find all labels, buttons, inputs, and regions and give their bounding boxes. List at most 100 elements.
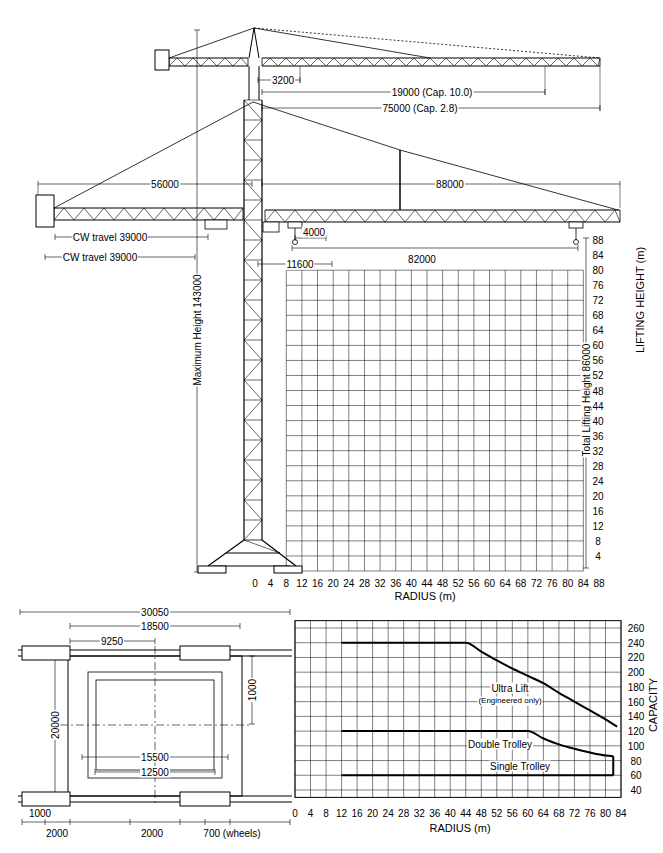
dimension-tick: [70, 623, 71, 629]
upper-jib: [526, 58, 534, 66]
dimension-tick: [194, 30, 200, 31]
upper-jib: [478, 58, 486, 66]
counter-jib: [144, 208, 154, 220]
grid-line: [403, 621, 404, 798]
grid-line: [286, 405, 583, 406]
upper-jib: [446, 58, 454, 66]
counter-jib: [104, 208, 114, 220]
upper-jib: [342, 58, 350, 66]
tower-mast: [244, 140, 262, 160]
axis-tick: 0: [291, 808, 299, 819]
counter-jib: [224, 208, 234, 220]
dimension-tick: [38, 181, 39, 187]
axis-tick: 80: [561, 578, 574, 589]
dimension-tick: [45, 819, 46, 825]
axis-tick: 56: [591, 355, 604, 366]
upper-jib: [414, 58, 422, 66]
dimension-label: 2000: [140, 828, 164, 839]
tower-mast: [244, 400, 262, 420]
axis-title: LIFTING HEIGHT (m): [634, 246, 646, 354]
dimension-tick: [258, 261, 259, 267]
axis-tick: 12: [335, 808, 348, 819]
main-jib: [295, 210, 305, 222]
tie-line: [254, 28, 430, 58]
main-jib: [525, 210, 535, 222]
upper-jib: [310, 58, 318, 66]
counter-jib: [164, 208, 174, 220]
axis-tick: 36: [428, 808, 441, 819]
upper-jib: [550, 58, 558, 66]
main-jib: [455, 210, 465, 222]
counter-jib: [184, 208, 194, 220]
axis-tick: 72: [568, 808, 581, 819]
curve-label: Ultra Lift: [490, 683, 529, 694]
rail-bogie: [22, 646, 70, 660]
main-jib: [265, 221, 620, 222]
dimension-label: 30050: [140, 607, 170, 618]
counter-jib: [204, 208, 214, 220]
grid-line: [388, 621, 389, 798]
grid-line: [286, 345, 583, 346]
main-jib: [595, 210, 605, 222]
dimension-label: 19000 (Cap. 10.0): [391, 87, 474, 98]
upper-jib: [462, 58, 470, 66]
main-jib: [475, 210, 485, 222]
main-jib: [325, 210, 335, 222]
upper-jib: [430, 58, 438, 66]
dimension-label: CW travel 39000: [62, 252, 138, 263]
axis-tick: 4: [307, 808, 315, 819]
grid-line: [286, 571, 583, 572]
upper-jib: [558, 58, 566, 66]
main-jib: [405, 210, 415, 222]
capacity-curves: [342, 643, 618, 776]
grid-line: [372, 621, 373, 798]
upper-jib: [334, 58, 342, 66]
axis-tick: 68: [591, 310, 604, 321]
base-portal: [244, 540, 280, 553]
axis-tick: 32: [413, 808, 426, 819]
counter-jib: [124, 208, 134, 220]
axis-tick: 260: [627, 623, 646, 634]
upper-jib: [278, 58, 286, 66]
axis-tick: 180: [627, 681, 646, 692]
tower-mast: [244, 280, 262, 300]
grid-line: [621, 621, 622, 798]
axis-tick: 160: [627, 696, 646, 707]
dimension-tick: [130, 819, 131, 825]
axis-tick: 44: [459, 808, 472, 819]
grid-line: [286, 480, 583, 481]
tower-mast: [244, 180, 262, 200]
main-jib: [345, 210, 355, 222]
jib-strut: [399, 150, 401, 210]
counter-jib: [94, 208, 104, 220]
grid-line: [286, 540, 583, 541]
axis-tick: 8: [594, 535, 602, 546]
tower-mast: [244, 500, 262, 501]
upper-jib: [406, 58, 414, 66]
axis-tick: 100: [627, 740, 646, 751]
tower-mast: [244, 400, 262, 401]
axis-tick: 28: [591, 460, 604, 471]
axis-tick: 76: [583, 808, 596, 819]
counter-jib: [134, 208, 144, 220]
upper-counter-jib: [233, 58, 241, 66]
axis-tick: 88: [592, 578, 605, 589]
axis-tick: 24: [342, 578, 355, 589]
base-bogie: [198, 566, 226, 573]
grid-line: [286, 360, 583, 361]
dimension-tick: [215, 769, 216, 775]
dimension-label: 12500: [140, 767, 170, 778]
tower-mast: [244, 260, 262, 261]
dimension-label: Maximum Height 143000: [192, 273, 203, 386]
tower-mast: [244, 500, 262, 520]
dimension-tick: [290, 609, 291, 615]
axis-tick: 64: [499, 578, 512, 589]
main-jib: [605, 210, 615, 222]
tower-mast: [244, 120, 262, 121]
dimension-tick: [230, 819, 231, 825]
counter-jib: [54, 208, 243, 209]
axis-title: RADIUS (m): [393, 590, 456, 602]
rail-bogie: [22, 792, 70, 806]
axis-tick: 48: [475, 808, 488, 819]
dimension-tick: [22, 819, 23, 825]
